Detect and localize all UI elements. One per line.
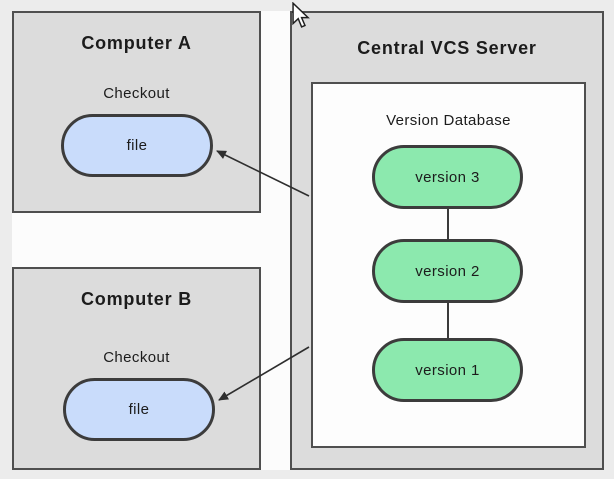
version-link-3-2	[447, 209, 449, 239]
version-2-node: version 2	[372, 239, 523, 303]
central-vcs-server-box: Central VCS Server Version Database vers…	[290, 11, 604, 470]
computer-a-title: Computer A	[81, 33, 192, 53]
version-3-label: version 3	[415, 168, 480, 186]
version-2-label: version 2	[415, 262, 480, 280]
frame-edge-right	[604, 0, 614, 479]
frame-edge-top	[0, 0, 614, 11]
computer-a-file-node: file	[61, 114, 213, 177]
frame-edge-bottom	[0, 470, 614, 479]
computer-b-title: Computer B	[81, 289, 192, 309]
version-link-2-1	[447, 303, 449, 338]
frame-edge-left	[0, 0, 12, 479]
computer-b-checkout-label: Checkout	[103, 349, 170, 366]
computer-b-box: Computer B Checkout file	[12, 267, 261, 470]
version-1-node: version 1	[372, 338, 523, 402]
computer-a-file-label: file	[126, 137, 148, 154]
computer-a-box: Computer A Checkout file	[12, 11, 261, 213]
computer-a-checkout-label: Checkout	[103, 85, 170, 102]
central-vcs-server-title: Central VCS Server	[357, 38, 537, 58]
version-database-box: Version Database version 3 version 2 ver…	[311, 82, 586, 448]
computer-b-file-node: file	[63, 378, 215, 441]
computer-b-file-label: file	[128, 401, 150, 418]
version-database-title: Version Database	[386, 112, 511, 129]
version-3-node: version 3	[372, 145, 523, 209]
version-1-label: version 1	[415, 361, 480, 379]
